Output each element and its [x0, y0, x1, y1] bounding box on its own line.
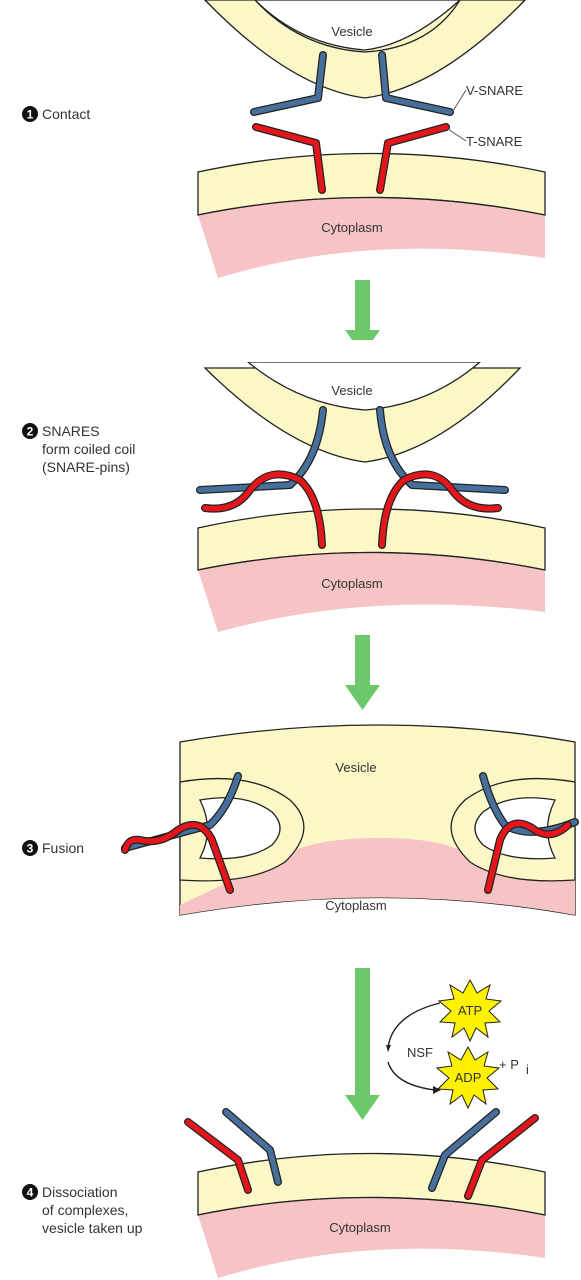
- step-3-text: Fusion: [42, 840, 84, 856]
- vesicle-label: Vesicle: [331, 383, 372, 398]
- atp-burst-icon: ATP: [439, 980, 501, 1041]
- atp-label: ATP: [458, 1003, 482, 1018]
- step-4-text-line-2: of complexes,: [42, 1202, 128, 1218]
- step-1-number: 1: [27, 108, 34, 122]
- cytoplasm-label: Cytoplasm: [321, 220, 382, 235]
- cytoplasm-region: [198, 198, 545, 279]
- adp-burst-icon: ADP: [437, 1047, 499, 1108]
- step-2-text-line-3: (SNARE-pins): [42, 459, 130, 475]
- v-snare-label: V-SNARE: [466, 83, 523, 98]
- adp-label: ADP: [455, 1070, 482, 1085]
- cytoplasm-label: Cytoplasm: [325, 898, 386, 913]
- panel-contact: Vesicle Cytoplasm V-SNARE T-SNARE 1 Cont…: [22, 0, 545, 278]
- step-4-text-line-1: Dissociation: [42, 1184, 117, 1200]
- step-4-text-line-3: vesicle taken up: [42, 1220, 143, 1236]
- plus-pi-label: + P: [499, 1057, 519, 1072]
- panel-coiled-coil: Vesicle Cytoplasm 2 SNARES form coiled c…: [22, 340, 545, 632]
- t-snare-label: T-SNARE: [466, 134, 523, 149]
- cytoplasm-label: Cytoplasm: [329, 1220, 390, 1235]
- cytoplasm-label: Cytoplasm: [321, 576, 382, 591]
- cytoplasm-region: [198, 1198, 545, 1279]
- step-2-text-line-2: form coiled coil: [42, 441, 135, 457]
- step-1-text: Contact: [42, 106, 90, 122]
- panel-dissociation: Cytoplasm 4 Dissociation of complexes, v…: [22, 1112, 545, 1278]
- step-2-text-line-1: SNARES: [42, 423, 100, 439]
- down-arrow-2: [345, 635, 380, 710]
- cytoplasm-region: [198, 553, 545, 633]
- down-arrow-3: [345, 968, 380, 1120]
- vesicle-label: Vesicle: [331, 24, 372, 39]
- step-4-number: 4: [27, 1186, 34, 1200]
- step-2-number: 2: [27, 425, 34, 439]
- pi-subscript: i: [526, 1062, 529, 1077]
- nsf-label: NSF: [407, 1045, 433, 1060]
- nsf-atp-cycle: NSF ATP ADP + P i: [386, 980, 529, 1108]
- panel-fusion: Vesicle Cytoplasm 3 Fusion: [22, 725, 575, 915]
- vesicle-label: Vesicle: [335, 760, 376, 775]
- step-3-number: 3: [27, 842, 34, 856]
